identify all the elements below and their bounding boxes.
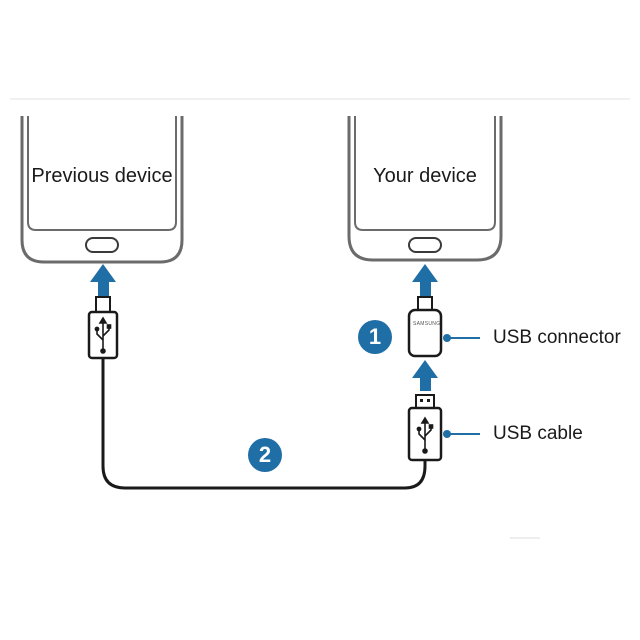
your-device-outer-frame — [347, 116, 503, 262]
previous-device — [20, 116, 184, 264]
your-device — [347, 116, 503, 262]
connector-arrow-icon — [412, 360, 438, 391]
right-usb-symbol-icon — [416, 416, 434, 454]
step-2-badge: 2 — [248, 438, 282, 472]
your-device-home-button — [408, 237, 442, 253]
usb-connector — [407, 296, 443, 358]
right-usb-plug — [407, 394, 443, 462]
previous-device-home-button — [85, 237, 119, 253]
usb-cable-callout-line — [443, 430, 480, 438]
usb-cable-label: USB cable — [493, 423, 583, 444]
left-plug-tip — [95, 296, 111, 314]
your-device-label: Your device — [373, 165, 477, 187]
usb-cable-line — [101, 358, 427, 490]
previous-device-screen — [27, 116, 177, 231]
connector-brand-logo: SAMSUNG — [413, 321, 441, 327]
left-usb-symbol-icon — [94, 316, 112, 354]
previous-device-label: Previous device — [31, 165, 173, 187]
connector-body — [407, 308, 443, 358]
step-1-badge: 1 — [358, 320, 392, 354]
previous-device-arrow-icon — [90, 264, 116, 297]
your-device-screen — [354, 116, 496, 231]
previous-device-outer-frame — [20, 116, 184, 264]
left-usb-plug — [87, 296, 119, 360]
your-device-arrow-icon — [412, 264, 438, 297]
usb-connector-callout-line — [443, 334, 480, 342]
usb-connector-label: USB connector — [493, 327, 621, 348]
